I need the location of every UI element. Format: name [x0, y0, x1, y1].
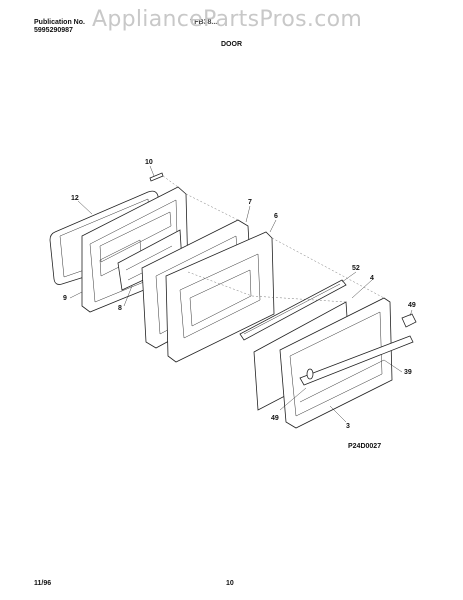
callout-3: 3 — [346, 423, 350, 430]
callout-9: 9 — [63, 295, 67, 302]
part-6-window-frame — [165, 231, 275, 363]
diagram-code: P24D0027 — [348, 443, 381, 450]
footer-page-number: 10 — [226, 580, 234, 587]
part-3-outer-frame — [279, 297, 393, 429]
callout-49-lower: 49 — [271, 415, 279, 422]
part-52-strip — [239, 279, 347, 341]
part-10-screw — [149, 172, 164, 182]
callout-10: 10 — [145, 159, 153, 166]
callout-4: 4 — [370, 275, 374, 282]
footer-date: 11/96 — [34, 580, 52, 587]
callout-39: 39 — [404, 369, 412, 376]
callout-49-upper: 49 — [408, 302, 416, 309]
part-49-end-cap — [401, 313, 417, 328]
callout-8: 8 — [118, 305, 122, 312]
part-39-handle — [299, 335, 414, 386]
callout-7: 7 — [248, 199, 252, 206]
callout-52: 52 — [352, 265, 360, 272]
watermark: AppliancePartsPros.com — [92, 7, 363, 32]
model-number: TFB38... — [190, 19, 218, 26]
callout-6: 6 — [274, 213, 278, 220]
publication-label: Publication No. — [34, 19, 85, 26]
callout-12: 12 — [71, 195, 79, 202]
page-title: DOOR — [221, 41, 242, 48]
publication-number: 5995290987 — [34, 27, 73, 34]
